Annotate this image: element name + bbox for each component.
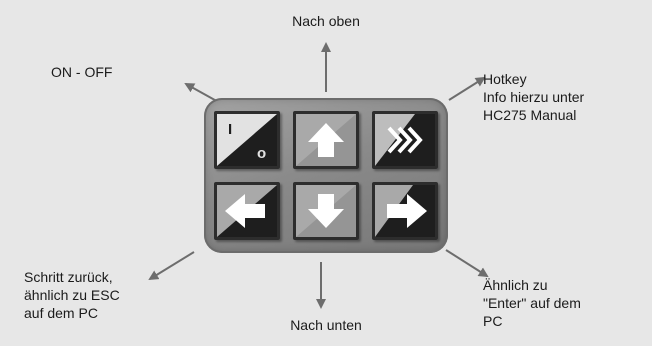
label-down-text: Nach unten	[290, 317, 362, 333]
on-off-key[interactable]: I o	[214, 111, 280, 169]
keypad: I o	[204, 98, 448, 253]
hotkey-key[interactable]	[372, 111, 438, 169]
label-hotkey: Hotkey Info hierzu unter HC275 Manual	[483, 70, 584, 124]
label-hotkey-line-2: Info hierzu unter	[483, 89, 585, 105]
label-back-line-3: auf dem PC	[24, 305, 98, 321]
label-hotkey-line-1: Hotkey	[483, 71, 527, 87]
enter-key[interactable]	[372, 182, 438, 240]
label-down: Nach unten	[0, 316, 652, 334]
label-up: Nach oben	[0, 12, 652, 30]
on-symbol: I	[228, 121, 232, 138]
label-back-line-1: Schritt zurück,	[24, 269, 113, 285]
arrow-right-icon	[375, 185, 435, 237]
arrow-hotkey	[448, 76, 486, 101]
label-hotkey-line-3: HC275 Manual	[483, 107, 577, 123]
label-up-text: Nach oben	[292, 13, 360, 29]
chevrons-right-icon	[375, 114, 435, 166]
label-enter-line-3: PC	[483, 313, 503, 329]
arrow-enter	[445, 249, 489, 278]
arrow-back	[148, 251, 195, 281]
label-back: Schritt zurück, ähnlich zu ESC auf dem P…	[24, 268, 120, 322]
off-symbol: o	[257, 145, 266, 162]
arrow-down-icon	[296, 185, 356, 237]
label-enter-line-2: "Enter" auf dem	[483, 295, 581, 311]
up-key[interactable]	[293, 111, 359, 169]
arrow-up-icon	[296, 114, 356, 166]
label-back-line-2: ähnlich zu ESC	[24, 287, 120, 303]
down-key[interactable]	[293, 182, 359, 240]
label-on-off: ON - OFF	[51, 63, 112, 81]
label-on-off-text: ON - OFF	[51, 64, 113, 80]
arrow-left-icon	[217, 185, 277, 237]
label-enter: Ähnlich zu "Enter" auf dem PC	[483, 276, 581, 330]
label-enter-line-1: Ähnlich zu	[483, 277, 548, 293]
back-key[interactable]	[214, 182, 280, 240]
on-off-icon: I o	[217, 114, 277, 166]
